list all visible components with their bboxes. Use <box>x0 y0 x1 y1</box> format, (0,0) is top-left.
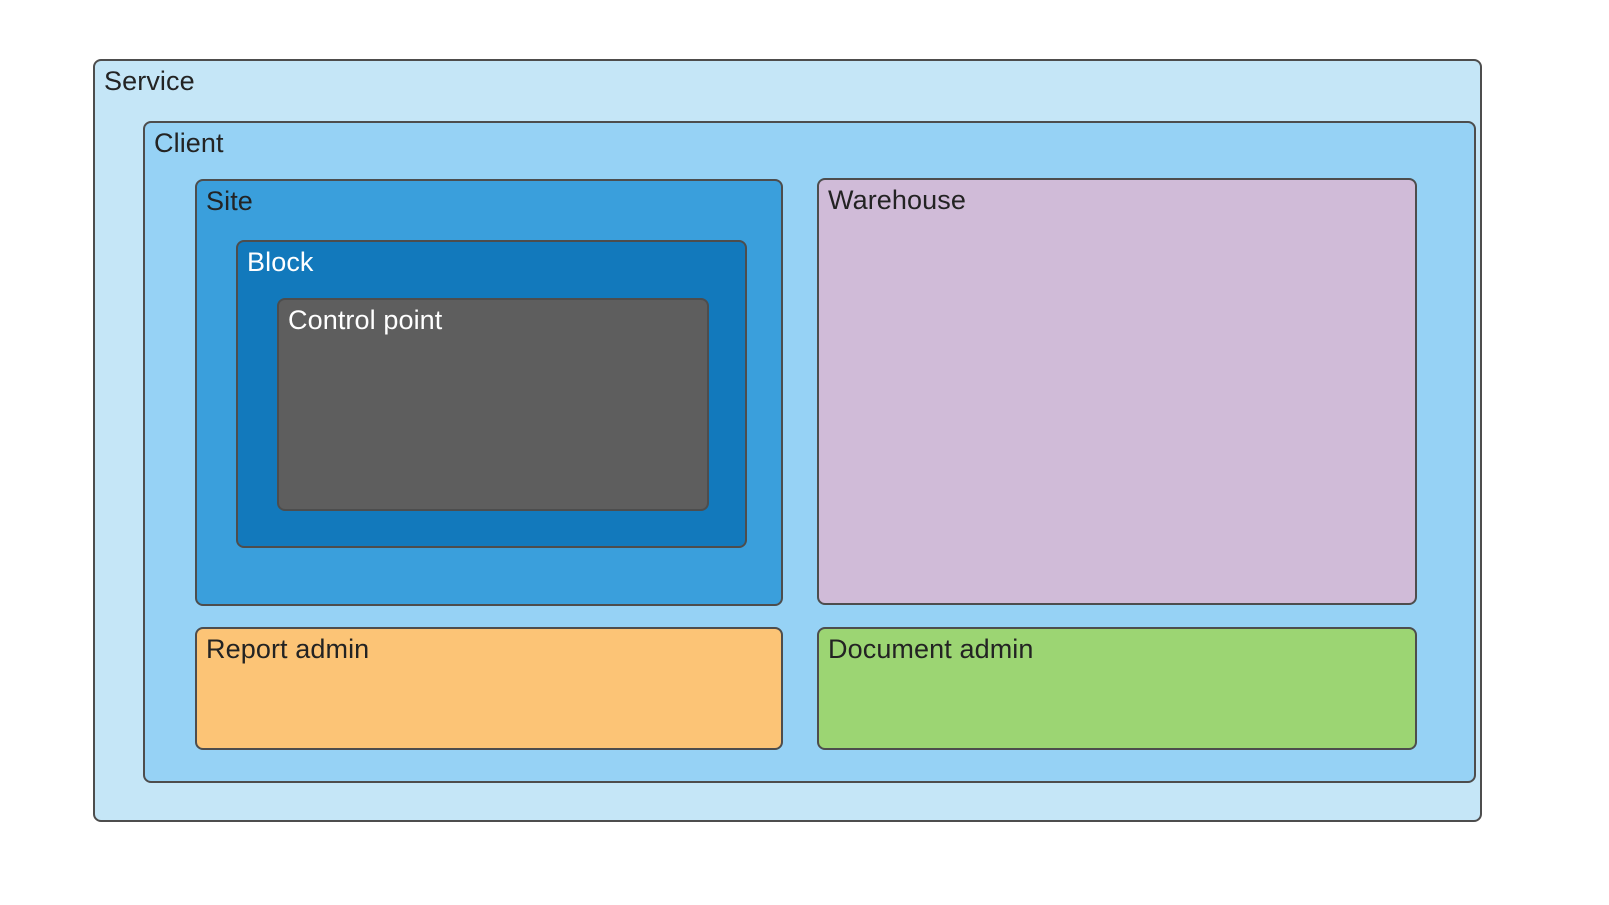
box-client[interactable]: Client Site Block Control point Warehous… <box>143 121 1476 783</box>
box-site-label: Site <box>206 186 253 216</box>
box-site[interactable]: Site Block Control point <box>195 179 783 606</box>
box-service[interactable]: Service Client Site Block Control point … <box>93 59 1482 822</box>
box-report-admin-label: Report admin <box>206 634 370 664</box>
box-block[interactable]: Block Control point <box>236 240 747 548</box>
box-warehouse-label: Warehouse <box>828 185 966 215</box>
box-control-point[interactable]: Control point <box>277 298 709 511</box>
box-control-point-label: Control point <box>288 305 443 335</box>
box-document-admin[interactable]: Document admin <box>817 627 1417 750</box>
box-document-admin-label: Document admin <box>828 634 1034 664</box>
box-service-label: Service <box>104 66 195 96</box>
box-report-admin[interactable]: Report admin <box>195 627 783 750</box>
box-block-label: Block <box>247 247 314 277</box>
box-client-label: Client <box>154 128 224 158</box>
box-warehouse[interactable]: Warehouse <box>817 178 1417 605</box>
